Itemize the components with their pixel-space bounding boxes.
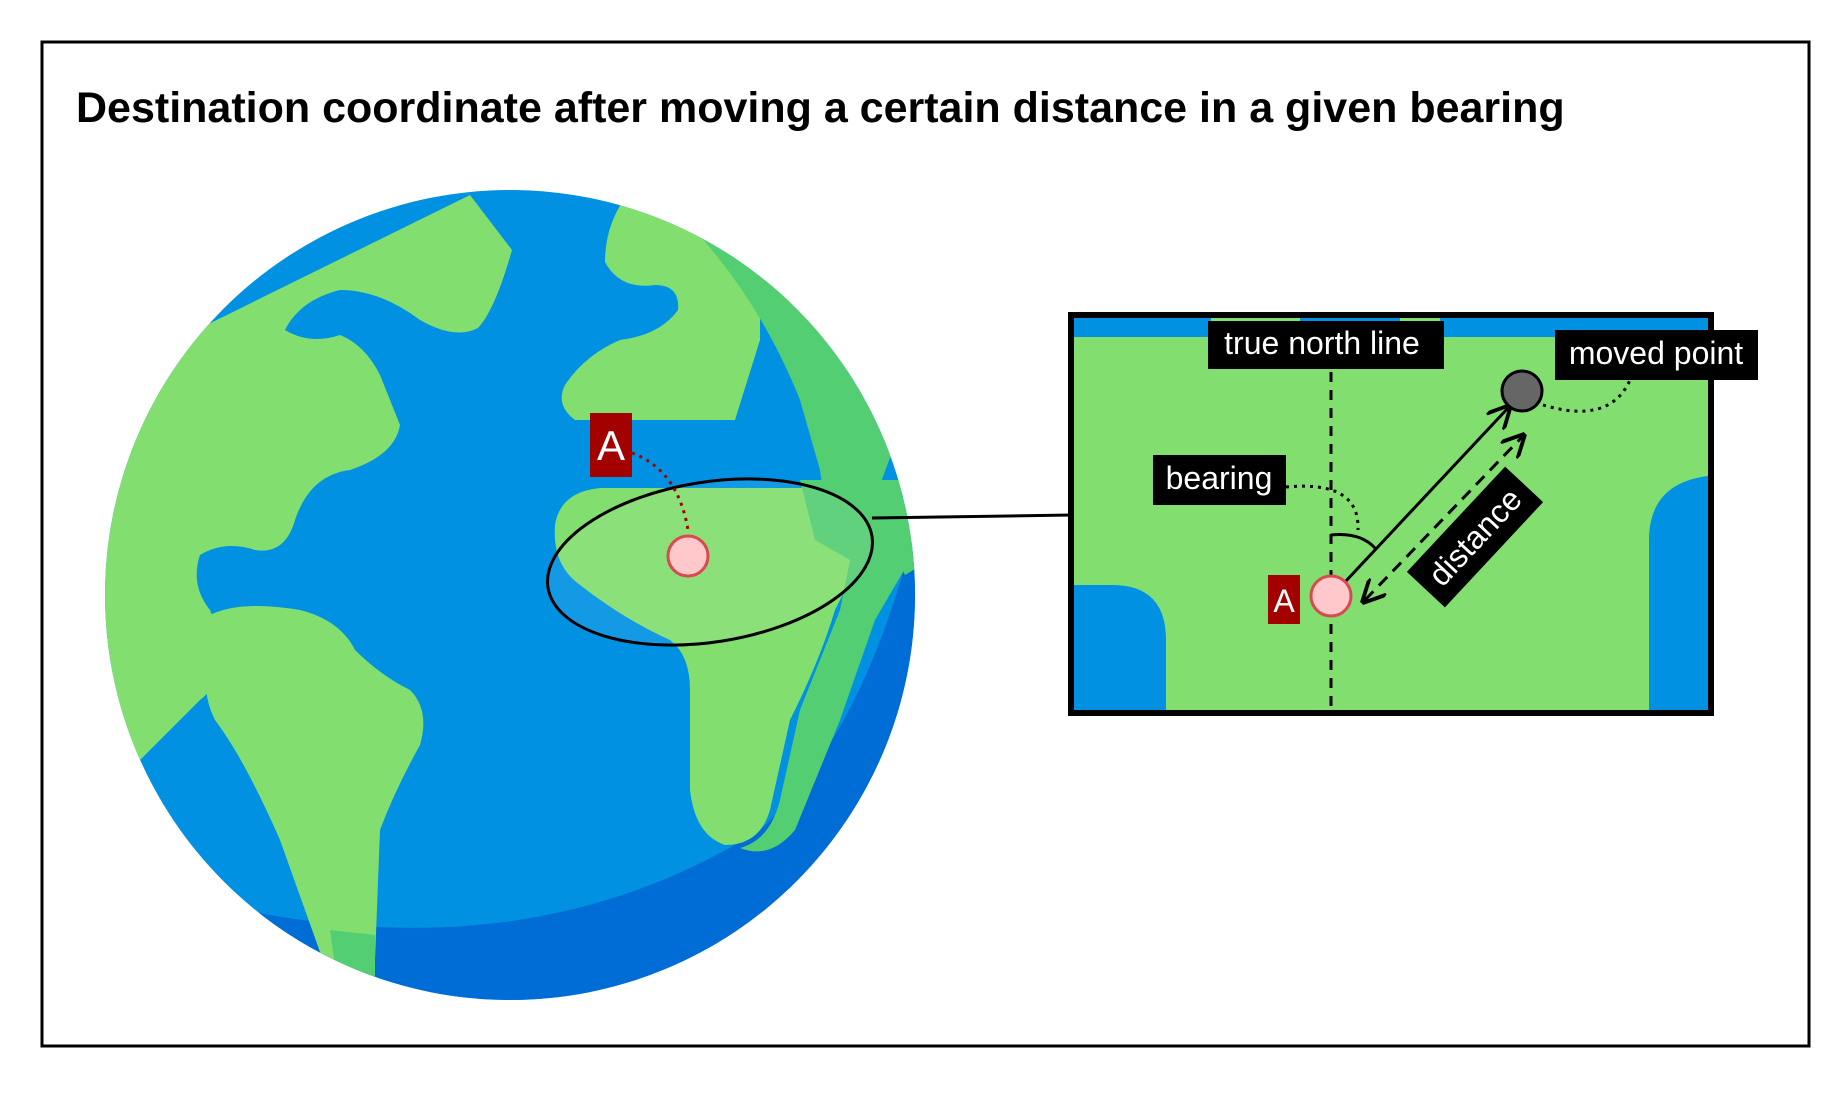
landmass-north-america	[105, 195, 512, 780]
inset-frame	[1068, 312, 1714, 716]
true-north-label: true north line	[1224, 325, 1420, 361]
inset-point-a	[1309, 574, 1353, 618]
landmass-africa-shade	[740, 480, 910, 852]
zoom-ellipse	[546, 477, 874, 647]
landmass-europe-shade	[690, 200, 900, 540]
inset-water-right	[1649, 475, 1711, 713]
globe: A	[105, 190, 1072, 1000]
bearing-label: bearing	[1166, 460, 1273, 496]
globe-ocean-shade	[200, 460, 915, 1000]
distance-label-box	[1406, 466, 1544, 608]
inset-point-a-label: A	[1273, 583, 1295, 619]
landmass-africa	[554, 488, 853, 845]
landmass-south-america	[206, 606, 424, 980]
moved-point-label-box	[1555, 330, 1758, 380]
inset-point-a-label-box	[1268, 575, 1300, 624]
bearing-label-box	[1153, 455, 1286, 505]
moved-point-label: moved point	[1569, 335, 1743, 371]
moved-point-leader	[1542, 379, 1632, 413]
true-north-label-box	[1208, 321, 1444, 369]
inset-top-water-left	[1071, 315, 1211, 337]
zoom-connector-line	[871, 513, 1072, 520]
globe-point-leader	[631, 451, 690, 531]
distance-arrow	[1365, 437, 1522, 600]
moved-point	[1500, 369, 1544, 413]
globe-point-a	[666, 534, 710, 578]
inset-panel: true north line bearing distance moved p…	[1068, 312, 1758, 716]
globe-point-a-label-box	[590, 413, 632, 477]
mediterranean-sea	[640, 420, 775, 472]
diagram-title: Destination coordinate after moving a ce…	[76, 84, 1565, 132]
bearing-arc	[1330, 533, 1377, 550]
bearing-leader	[1285, 484, 1360, 531]
globe-point-a-label: A	[597, 422, 625, 469]
landmass-east-rim	[880, 470, 915, 575]
inset-water-left	[1071, 585, 1166, 713]
